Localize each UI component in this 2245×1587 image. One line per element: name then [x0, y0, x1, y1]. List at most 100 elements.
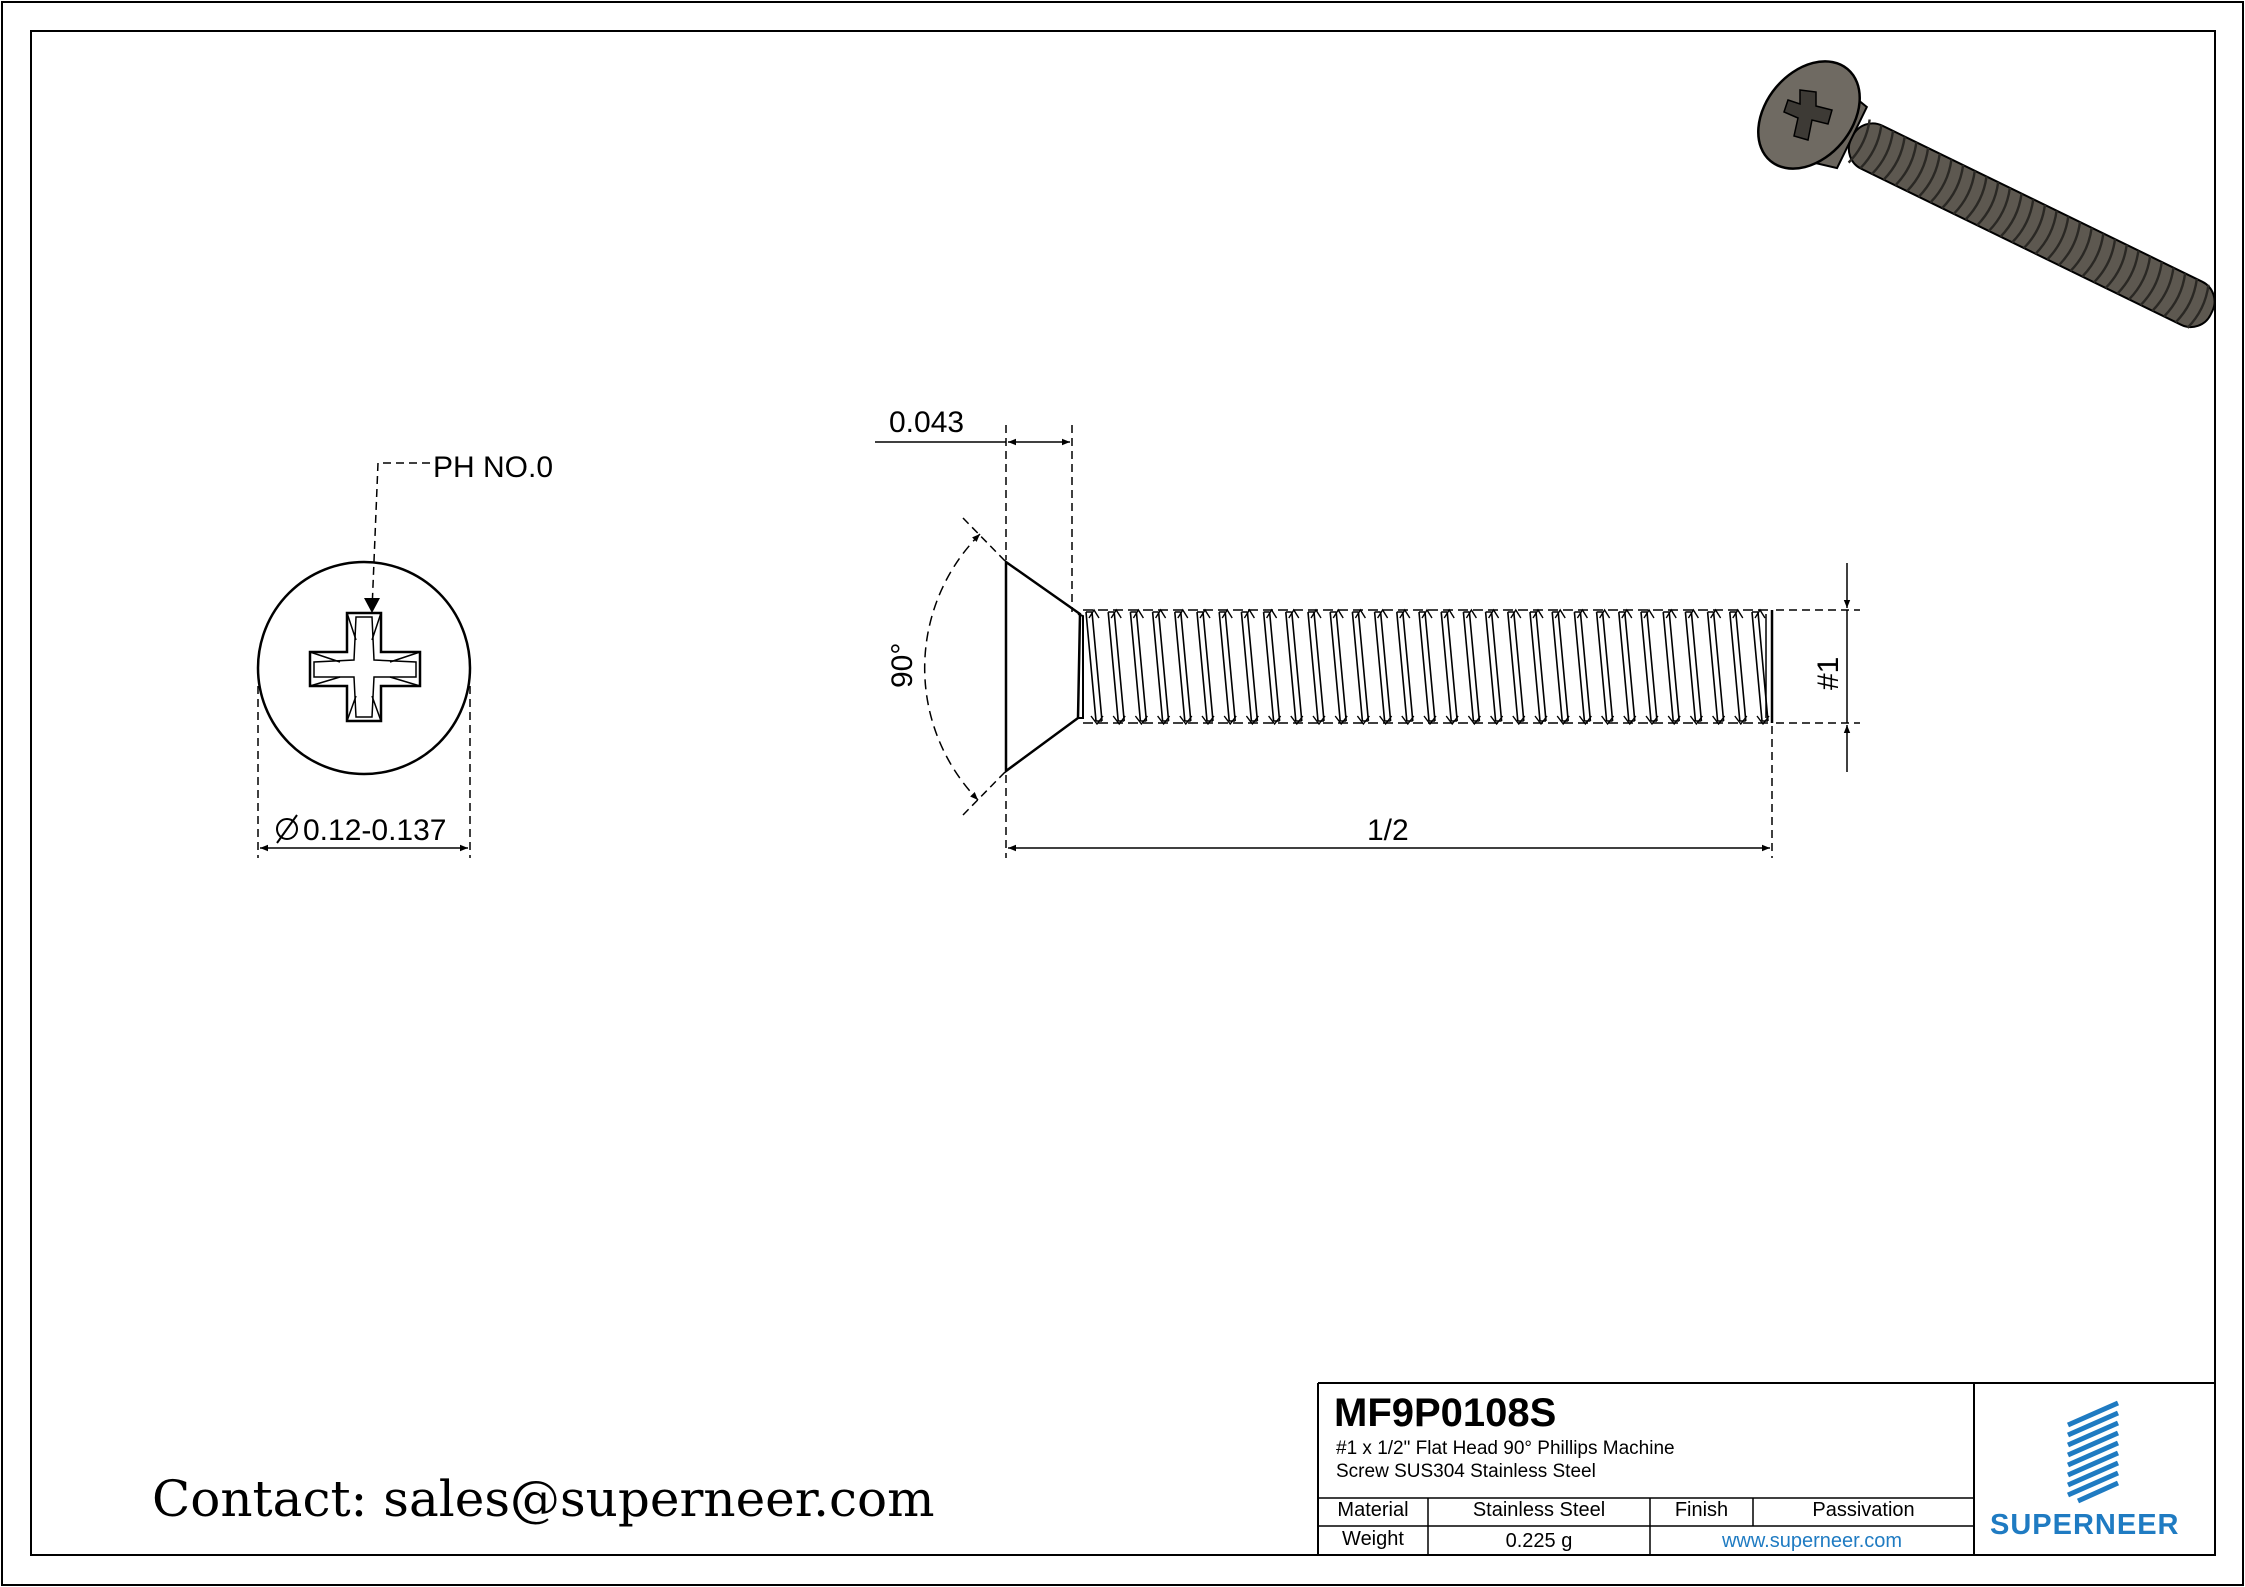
- thread-root: [1532, 608, 1548, 726]
- render-thread-line: [2116, 250, 2140, 295]
- thread-root: [1221, 608, 1237, 726]
- material-label: Material: [1337, 1499, 1409, 1521]
- thread-crest: [1196, 611, 1214, 722]
- thread-root: [1465, 608, 1481, 726]
- thread-crest: [1573, 611, 1592, 722]
- thread-root: [1710, 608, 1726, 726]
- thread-root: [1310, 608, 1326, 726]
- phillips-recess-icon: [308, 611, 422, 723]
- thread-root: [1510, 608, 1526, 726]
- thread-crest: [1484, 611, 1503, 722]
- diameter-symbol-icon: [276, 814, 298, 844]
- render-thread-line: [2046, 216, 2070, 261]
- thread-root: [1643, 608, 1659, 726]
- finish-value: Passivation: [1812, 1499, 1915, 1521]
- leader-drive: [371, 462, 430, 611]
- length-label: 1/2: [1367, 814, 1409, 847]
- thread-root: [1288, 608, 1304, 726]
- thread-crest: [1706, 611, 1725, 722]
- render-thread-line: [1999, 193, 2023, 238]
- thread-crest: [1684, 611, 1703, 722]
- weight-value: 0.225 g: [1505, 1530, 1573, 1552]
- thread-root: [1687, 608, 1703, 726]
- thread-root: [1377, 608, 1393, 726]
- thread-crest: [1440, 611, 1458, 722]
- part-description: #1 x 1/2" Flat Head 90° Phillips Machine…: [1336, 1437, 1816, 1483]
- thread-crest: [1262, 611, 1281, 722]
- thread-crest: [1507, 611, 1525, 722]
- thread-root: [1554, 608, 1570, 726]
- title-block-grid: [1317, 1382, 2215, 1555]
- thread-root: [1266, 608, 1282, 726]
- thread-root: [1332, 608, 1348, 726]
- website-link[interactable]: www.superneer.com: [1721, 1530, 1903, 1552]
- title-block: MF9P0108S #1 x 1/2" Flat Head 90° Philli…: [1318, 1383, 2215, 1555]
- thread-crest: [1618, 611, 1636, 722]
- thread-crest: [1151, 611, 1170, 722]
- angle-dim-arc: [923, 533, 981, 801]
- render-thread-line: [1859, 125, 1883, 170]
- thread-crest: [1240, 611, 1259, 722]
- thread-root: [1754, 608, 1770, 726]
- thread-root: [1110, 608, 1126, 726]
- thread-crest: [1729, 611, 1747, 722]
- render-thread-line: [2174, 278, 2199, 324]
- thread-crest: [1529, 611, 1547, 722]
- head-height-label: 0.043: [889, 406, 964, 439]
- thread-size-label: #1: [1812, 657, 1845, 690]
- inner-border: [30, 30, 2216, 1556]
- render-thread-line: [2093, 238, 2117, 284]
- render-thread-line: [1882, 136, 1906, 181]
- thread-root: [1599, 608, 1615, 726]
- thread-crest: [1218, 611, 1236, 722]
- thread-root: [1732, 608, 1748, 726]
- thread-root: [1177, 608, 1193, 726]
- thread-root: [1243, 608, 1259, 726]
- contact-email[interactable]: Contact: sales@superneer.com: [152, 1470, 935, 1528]
- thread-crest: [1396, 611, 1414, 722]
- render-thread-line: [2104, 244, 2128, 289]
- thread-root: [1132, 608, 1148, 726]
- render-thread-line: [1871, 130, 1895, 175]
- thread-root: [1155, 608, 1171, 726]
- thread-crest: [1307, 611, 1325, 722]
- render-thread-line: [2069, 227, 2093, 272]
- render-thread-line: [1964, 176, 1988, 221]
- render-thread-line: [2151, 267, 2175, 312]
- render-thread-line: [1941, 164, 1965, 210]
- thread-crest: [1462, 611, 1481, 722]
- thread-crest: [1595, 611, 1614, 722]
- render-thread-line: [2023, 204, 2047, 249]
- render-thread-line: [1917, 153, 1941, 198]
- thread-crest: [1418, 611, 1436, 722]
- weight-label: Weight: [1342, 1528, 1404, 1550]
- render-thread-line: [2081, 233, 2105, 278]
- render-thread-line: [1906, 147, 1930, 192]
- thread-root: [1088, 608, 1104, 726]
- render-thread-line: [2128, 256, 2152, 301]
- thread-root: [1443, 608, 1459, 726]
- drive-label: PH NO.0: [433, 451, 553, 484]
- thread-crest: [1285, 611, 1303, 722]
- render-phillips-icon: [1783, 89, 1833, 141]
- render-thread-line: [2058, 221, 2082, 267]
- head-outline: [256, 560, 472, 776]
- thread-crest: [1085, 611, 1103, 722]
- thread-crest: [1174, 611, 1192, 722]
- thread-root: [1621, 608, 1637, 726]
- screw-side-view: 0.043 90° #1 1/2: [875, 406, 1860, 858]
- thread-root: [1421, 608, 1437, 726]
- render-thread-line: [1929, 159, 1953, 204]
- thread-crest: [1329, 611, 1347, 722]
- render-thread-line: [1987, 187, 2012, 232]
- head-top-view: PH NO.0 0.12-0.137: [256, 451, 553, 858]
- screw-head-profile: [1004, 559, 1082, 774]
- render-thread-line: [2034, 210, 2058, 255]
- thread-crest: [1351, 611, 1370, 722]
- thread-crest: [1551, 611, 1569, 722]
- render-thread-line: [2163, 273, 2187, 318]
- render-thread-line: [2186, 284, 2210, 329]
- thread-pattern: [1085, 608, 1770, 726]
- thread-root: [1399, 608, 1415, 726]
